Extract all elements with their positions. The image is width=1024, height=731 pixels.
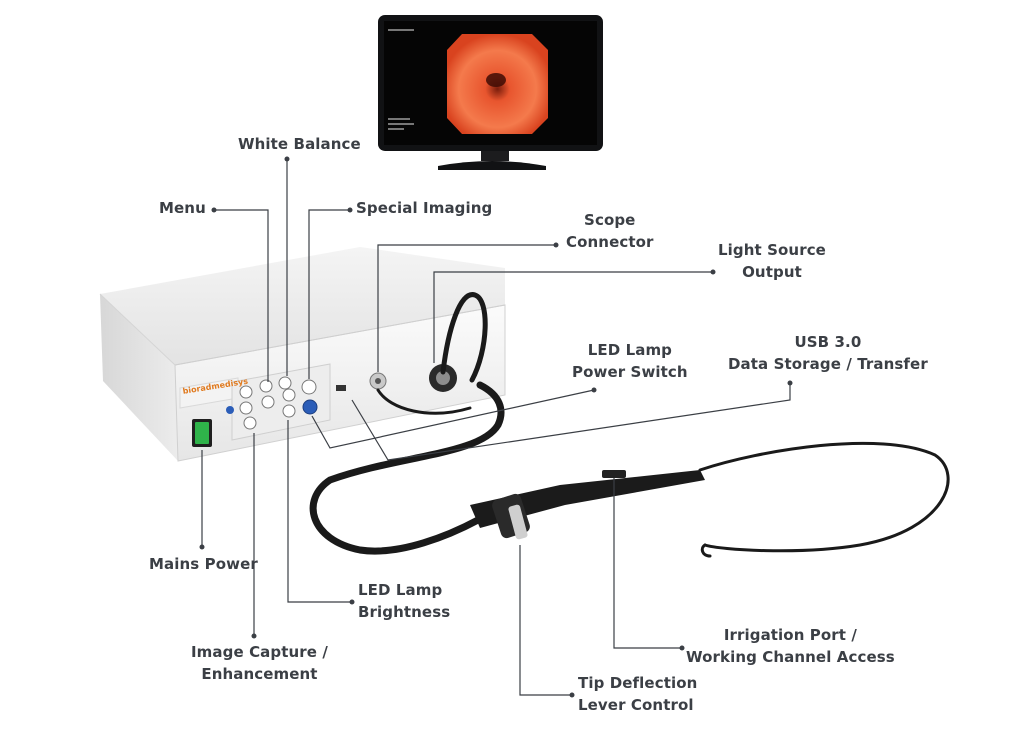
label-led-lamp-power: LED Lamp Power Switch <box>572 339 688 383</box>
label-led-lamp-power-line2: Power Switch <box>572 361 688 383</box>
label-irrigation: Irrigation Port / Working Channel Access <box>686 624 895 668</box>
label-tip-deflection-line2: Lever Control <box>578 694 697 716</box>
label-white-balance: White Balance <box>238 133 361 155</box>
irrigation-port[interactable] <box>602 470 626 478</box>
label-led-lamp-brightness: LED Lamp Brightness <box>358 579 450 623</box>
label-image-capture-line1: Image Capture / <box>191 641 328 663</box>
label-scope-connector: Scope Connector <box>566 209 654 253</box>
label-usb-line1: USB 3.0 <box>728 331 928 353</box>
label-scope-connector-line1: Scope <box>566 209 654 231</box>
label-white-balance-text: White Balance <box>238 133 361 155</box>
label-mains-power-text: Mains Power <box>149 553 258 575</box>
label-light-source-output-line2: Output <box>718 261 826 283</box>
white-balance-button[interactable] <box>279 377 291 389</box>
label-image-capture: Image Capture / Enhancement <box>191 641 328 685</box>
label-special-imaging-text: Special Imaging <box>356 197 492 219</box>
label-tip-deflection: Tip Deflection Lever Control <box>578 672 697 716</box>
label-light-source-output-line1: Light Source <box>718 239 826 261</box>
label-light-source-output: Light Source Output <box>718 239 826 283</box>
label-irrigation-line2: Working Channel Access <box>686 646 895 668</box>
special-imaging-button[interactable] <box>302 380 316 394</box>
label-menu-text: Menu <box>159 197 206 219</box>
label-tip-deflection-line1: Tip Deflection <box>578 672 697 694</box>
label-mains-power: Mains Power <box>149 553 258 575</box>
monitor <box>378 15 603 170</box>
usb-port[interactable] <box>336 385 346 391</box>
label-irrigation-line1: Irrigation Port / <box>686 624 895 646</box>
label-scope-connector-line2: Connector <box>566 231 654 253</box>
label-led-lamp-brightness-line2: Brightness <box>358 601 450 623</box>
label-special-imaging: Special Imaging <box>356 197 492 219</box>
label-usb: USB 3.0 Data Storage / Transfer <box>728 331 928 375</box>
label-led-lamp-power-line1: LED Lamp <box>572 339 688 361</box>
label-image-capture-line2: Enhancement <box>191 663 328 685</box>
brightness-button[interactable] <box>283 405 295 417</box>
endoscope-handle <box>470 470 705 540</box>
menu-button[interactable] <box>240 386 252 398</box>
label-usb-line2: Data Storage / Transfer <box>728 353 928 375</box>
label-menu: Menu <box>159 197 206 219</box>
label-led-lamp-brightness-line1: LED Lamp <box>358 579 450 601</box>
led-power-button[interactable] <box>303 400 317 414</box>
image-capture-button[interactable] <box>240 402 252 414</box>
